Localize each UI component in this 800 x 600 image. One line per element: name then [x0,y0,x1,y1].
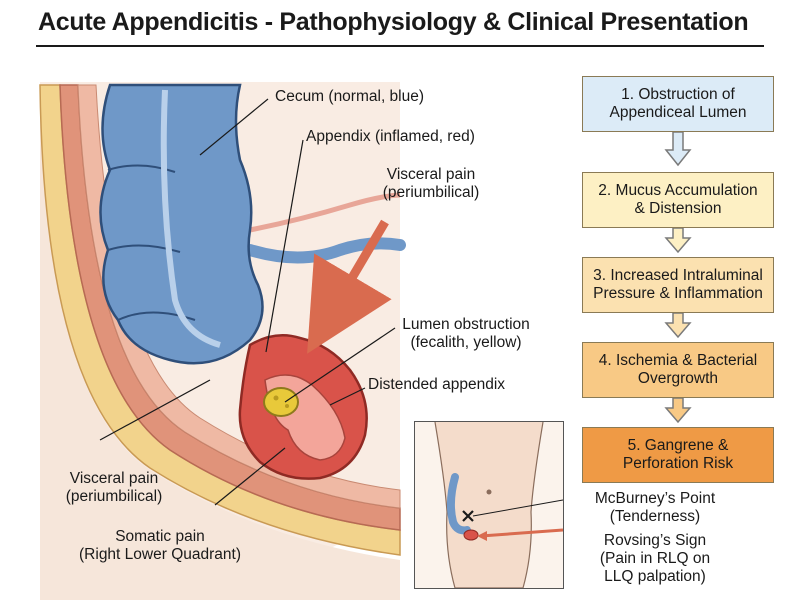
cecum-haustra-1 [107,164,176,173]
flow-arrow-4 [664,397,692,424]
label-mcburney-line2: (Tenderness) [609,508,701,525]
flow-arrow-2 [664,227,692,254]
label-cecum: Cecum (normal, blue) [275,88,425,105]
label-visceral-pain-bottom-line1: Visceral pain [69,470,159,487]
flow-arrow-1 [664,131,692,167]
cecum-taenia [160,89,221,348]
mesentery-vessel [249,192,401,233]
page-title: Acute Appendicitis - Pathophysiology & C… [38,8,749,36]
flow-step-3-text: 3. Increased Intraluminal Pressure & Inf… [593,267,763,302]
leader-cecum [199,98,269,156]
label-somatic-line1: Somatic pain [115,528,205,545]
flow-step-4-text: 4. Ischemia & Bacterial Overgrowth [598,352,758,387]
label-visceral-pain-top-line2: (periumbilical) [382,184,480,201]
label-lumen-line2: (fecalith, yellow) [410,334,522,351]
label-somatic-line2: (Right Lower Quadrant) [79,546,241,563]
leader-appendix [265,139,304,353]
flow-step-3: 3. Increased Intraluminal Pressure & Inf… [582,257,774,313]
label-rovsing-line3: LLQ palpation) [604,568,706,585]
label-visceral-pain-bottom-line2: (periumbilical) [65,488,163,505]
title-divider [36,45,764,47]
cecum-haustra-2 [107,244,181,253]
leader-distended [329,387,366,406]
label-rovsing-line2: (Pain in RLQ on [599,550,711,567]
torso-appendix [463,529,479,541]
label-appendix: Appendix (inflamed, red) [306,128,475,145]
rovsing-arrowhead [477,531,487,541]
abdominal-wall-outer [40,90,400,600]
label-visceral-pain-top: Visceral pain (periumbilical) [372,166,490,202]
fecalith-spot-2 [285,404,289,408]
flow-arrow-3 [664,312,692,339]
label-mcburney-line1: McBurney’s Point [594,490,716,507]
flow-step-5-text: 5. Gangrene & Perforation Risk [622,437,734,472]
label-lumen-obstruction: Lumen obstruction (fecalith, yellow) [392,316,540,352]
label-mcburney: McBurney’s Point (Tenderness) [580,490,730,526]
flow-step-1-text: 1. Obstruction of Appendiceal Lumen [609,86,747,121]
cecum-haustra-3 [117,311,196,321]
clinical-signs-inset [414,421,564,589]
mesentery-vessel-2 [244,237,406,264]
flow-step-5: 5. Gangrene & Perforation Risk [582,427,774,483]
cecum [99,83,264,365]
flow-step-1: 1. Obstruction of Appendiceal Lumen [582,76,774,132]
label-somatic-pain: Somatic pain (Right Lower Quadrant) [60,528,260,564]
navel [486,489,492,495]
visceral-pain-arrow [307,219,392,354]
rovsing-arrow [480,528,564,538]
flow-step-2: 2. Mucus Accumulation & Distension [582,172,774,228]
torso-cecum [446,473,471,535]
leader-mcburney [472,499,564,517]
fecalith [263,387,299,417]
label-rovsing-line1: Rovsing’s Sign [603,532,707,549]
leader-somatic [214,447,286,506]
torso-figure [434,421,564,589]
label-distended-appendix: Distended appendix [368,376,506,393]
flow-step-4: 4. Ischemia & Bacterial Overgrowth [582,342,774,398]
mcburney-x-icon [462,510,474,522]
label-visceral-pain-top-line1: Visceral pain [386,166,476,183]
label-rovsing: Rovsing’s Sign (Pain in RLQ on LLQ palpa… [580,532,730,586]
label-lumen-line1: Lumen obstruction [402,316,530,333]
label-visceral-pain-bottom: Visceral pain (periumbilical) [55,470,173,506]
flow-step-2-text: 2. Mucus Accumulation & Distension [598,182,758,217]
fecalith-spot-1 [273,395,279,401]
leader-visceral-bottom [99,379,211,441]
leader-lumen [284,327,396,403]
flow-arrows [664,131,692,424]
